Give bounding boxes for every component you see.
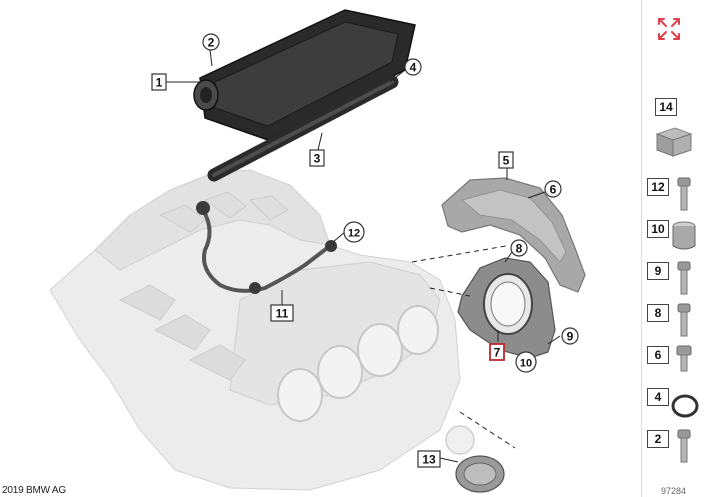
callout-3: 3	[309, 149, 325, 167]
sidebar-item-9[interactable]: 9	[643, 258, 705, 296]
manifold-cover-part-1	[193, 9, 416, 141]
svg-text:2: 2	[208, 36, 215, 50]
sidebar-divider	[641, 0, 642, 497]
copyright-text: 2019 BMW AG	[2, 485, 66, 496]
parts-sidebar: 14 12 10 9 8 6	[643, 88, 705, 488]
cover-plug-part-13	[455, 455, 505, 493]
sidebar-item-label: 4	[647, 388, 669, 406]
callout-13: 13	[417, 450, 441, 468]
sidebar-item-6[interactable]: 6	[643, 342, 705, 380]
callout-8: 8	[510, 239, 528, 257]
svg-text:10: 10	[520, 358, 532, 370]
callout-10: 10	[515, 351, 537, 373]
svg-text:12: 12	[348, 228, 360, 240]
sidebar-item-12[interactable]: 12	[643, 174, 705, 212]
sidebar-item-label: 8	[647, 304, 669, 322]
sidebar-item-label: 6	[647, 346, 669, 364]
sidebar-item-10[interactable]: 10	[643, 216, 705, 254]
callout-5: 5	[498, 151, 514, 169]
callout-7: 7	[489, 343, 505, 361]
svg-text:11: 11	[276, 307, 289, 321]
svg-text:6: 6	[550, 183, 557, 197]
callout-4: 4	[404, 58, 422, 76]
sidebar-item-label: 12	[647, 178, 669, 196]
sidebar-item-14[interactable]: 14	[643, 94, 705, 164]
svg-text:3: 3	[314, 152, 321, 166]
svg-text:13: 13	[422, 453, 436, 467]
svg-text:9: 9	[567, 330, 574, 344]
sidebar-item-label: 2	[647, 430, 669, 448]
sleeve-icon	[672, 221, 696, 250]
engine-block	[49, 169, 475, 491]
svg-text:1: 1	[156, 76, 163, 90]
bolt-icon	[677, 429, 691, 463]
bolt-icon	[676, 345, 692, 372]
connector-mid	[249, 282, 261, 294]
callout-6: 6	[544, 180, 562, 198]
leader-lines	[164, 49, 561, 463]
bolt-icon	[677, 261, 691, 295]
exploded-parts-diagram: 1 2 3 4 5 6 7 8 9 10 11 12	[49, 9, 586, 493]
sidebar-item-label: 14	[655, 98, 677, 116]
callout-1: 1	[151, 73, 167, 91]
connector-left	[196, 201, 210, 215]
seal-carrier-part-7	[457, 257, 556, 359]
callout-12: 12	[343, 221, 365, 243]
sidebar-item-4[interactable]: 4	[643, 384, 705, 422]
callout-9: 9	[561, 327, 579, 345]
svg-text:8: 8	[516, 242, 523, 256]
callout-2: 2	[202, 33, 220, 51]
callout-11: 11	[270, 304, 294, 322]
svg-text:5: 5	[503, 154, 510, 168]
bolt-icon	[677, 177, 691, 211]
sidebar-item-label: 10	[647, 220, 669, 238]
svg-text:7: 7	[494, 346, 501, 360]
connector-right	[325, 240, 337, 252]
diagram-number: 97284	[661, 486, 687, 496]
sidebar-item-8[interactable]: 8	[643, 300, 705, 338]
sidebar-item-label: 9	[647, 262, 669, 280]
bolt-icon	[677, 303, 691, 337]
svg-text:4: 4	[410, 61, 417, 75]
o-ring-icon	[671, 394, 699, 418]
box-icon	[655, 127, 693, 157]
fullscreen-button[interactable]	[652, 12, 686, 46]
wiring-harness-part-11	[201, 208, 332, 293]
sidebar-item-2[interactable]: 2	[643, 426, 705, 464]
expand-arrows-icon	[658, 18, 680, 40]
